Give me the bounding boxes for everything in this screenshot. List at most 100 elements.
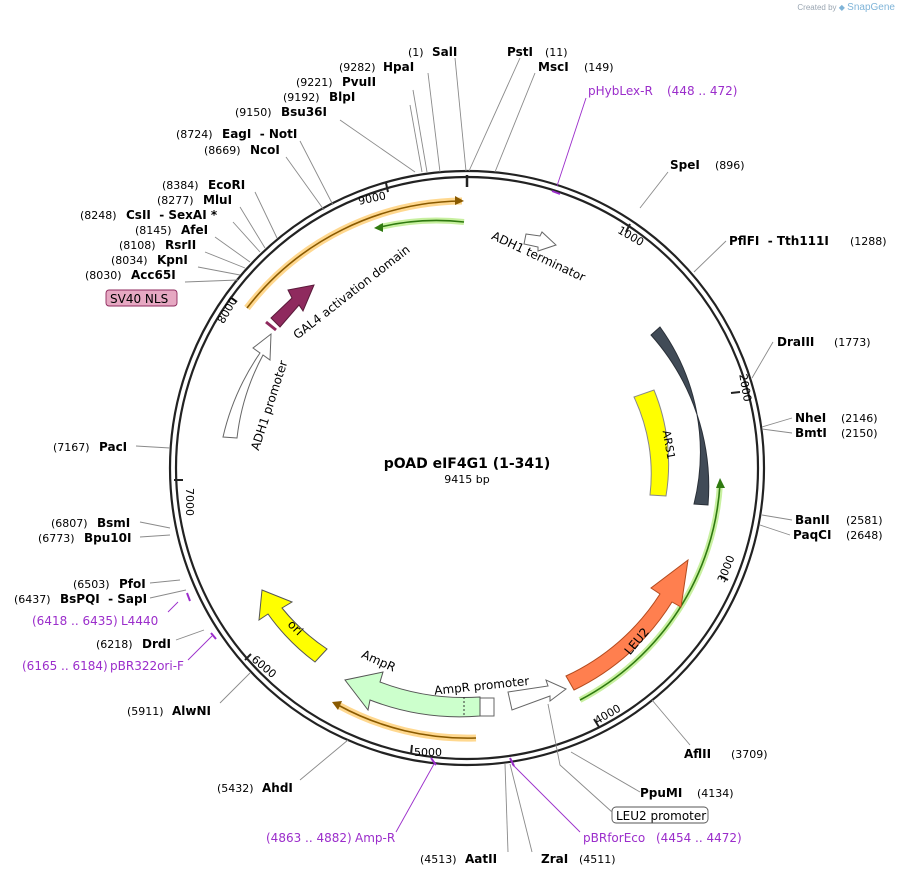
enzyme-name-ncoi[interactable]: NcoI [250, 143, 280, 157]
enzyme-name-bmti[interactable]: BmtI [795, 426, 827, 440]
enzyme-name-psti[interactable]: PstI [507, 45, 533, 59]
enzyme-name-ahdi[interactable]: AhdI [262, 781, 293, 795]
orf-top-arrowhead [455, 196, 464, 205]
enzyme-name-sali[interactable]: SalI [432, 45, 457, 59]
gal4-activation-domain-feature[interactable] [270, 284, 315, 328]
enzyme-name-pflfi-tth111i[interactable]: PflFI - Tth111I [729, 234, 829, 248]
cen-ars-feature[interactable] [650, 326, 710, 506]
enzyme-pos-bpu10i: (6773) [38, 532, 75, 545]
adh1-terminator-feature[interactable] [523, 231, 557, 252]
enzyme-name-aflii[interactable]: AflII [684, 747, 711, 761]
enzyme-pos-banii: (2581) [846, 514, 883, 527]
enzyme-name-bsu36i[interactable]: Bsu36I [281, 105, 327, 119]
enzyme-pos-ncoi: (8669) [204, 144, 241, 157]
orf-bottom-arc[interactable] [337, 704, 477, 739]
leader-banii [761, 514, 793, 521]
tick-mark-1000 [625, 223, 631, 233]
enzyme-name-paci[interactable]: PacI [99, 440, 127, 454]
enzyme-name-aatii[interactable]: AatII [465, 852, 497, 866]
map-title: pOAD eIF4G1 (1-341) [384, 456, 551, 472]
enzyme-name-afei[interactable]: AfeI [181, 223, 208, 237]
enzyme-pos-eagi: (8724) [176, 128, 213, 141]
sv40-nls-box[interactable] [105, 289, 178, 307]
enzyme-name-alwni[interactable]: AlwNI [172, 704, 211, 718]
primer-mark-pbr322ori-f [210, 632, 217, 640]
enzyme-name-msci[interactable]: MscI [538, 60, 569, 74]
primer-name-l4440[interactable]: L4440 [121, 614, 158, 628]
credit-brand: SnapGene [847, 2, 895, 13]
primer-name-pbrforeco[interactable]: pBRforEco [583, 831, 645, 845]
enzyme-name-spei[interactable]: SpeI [670, 158, 700, 172]
primer-range-phyblex-r: (448 .. 472) [667, 84, 737, 98]
tick-label-5000: 5000 [414, 746, 442, 759]
enzyme-pos-rsrii: (8108) [119, 239, 156, 252]
leader-ppumi [570, 751, 641, 793]
ars1-label: ARS1 [660, 429, 678, 460]
enzyme-pos-drdi: (6218) [96, 638, 133, 651]
enzyme-name-zrai[interactable]: ZraI [541, 852, 568, 866]
orf-green-right-arc[interactable] [579, 483, 721, 701]
enzyme-name-csii-sexai[interactable]: CsII - SexAI * [126, 208, 218, 222]
enzyme-name-pvuii[interactable]: PvuII [342, 75, 376, 89]
ampr-feature[interactable] [344, 671, 481, 718]
enzyme-name-banii[interactable]: BanII [795, 513, 830, 527]
enzyme-pos-blpi: (9192) [283, 91, 320, 104]
orf-green-top-arc[interactable] [379, 219, 465, 228]
enzyme-name-bsmi[interactable]: BsmI [97, 516, 130, 530]
leader-ncoi [285, 156, 325, 211]
leader-bpu10i [139, 534, 171, 538]
leader-psti [468, 57, 521, 172]
leader-l4440 [167, 601, 179, 613]
primer-name-amp-r[interactable]: Amp-R [355, 831, 395, 845]
ori-feature[interactable] [258, 589, 328, 663]
enzyme-name-bpu10i[interactable]: Bpu10I [84, 531, 131, 545]
primer-mark-phyblex-r [551, 190, 561, 195]
leader-draiii [751, 341, 774, 379]
primer-leader-lines [167, 97, 587, 833]
enzyme-name-bspqi-sapi[interactable]: BsPQI - SapI [60, 592, 147, 606]
enzyme-pos-psti: (11) [545, 46, 568, 59]
enzyme-pos-ahdi: (5432) [217, 782, 254, 795]
enzyme-name-pfoi[interactable]: PfoI [119, 577, 146, 591]
orf-top-arc[interactable] [246, 200, 463, 309]
leader-kpni [197, 266, 241, 276]
enzyme-name-acc65i[interactable]: Acc65I [131, 268, 176, 282]
enzyme-name-drdi[interactable]: DrdI [142, 637, 171, 651]
enzyme-pos-mlui: (8277) [157, 194, 194, 207]
tick-label-2000: 2000 [736, 373, 754, 403]
leader-aflii [651, 699, 691, 746]
enzyme-pos-pvuii: (9221) [296, 76, 333, 89]
orf-green-right-arrowhead [716, 478, 725, 488]
enzyme-name-draiii[interactable]: DraIII [777, 335, 814, 349]
enzyme-name-mlui[interactable]: MluI [203, 193, 232, 207]
enzyme-name-kpni[interactable]: KpnI [157, 253, 188, 267]
enzyme-pos-hpai: (9282) [339, 61, 376, 74]
leader-phyblex-r [556, 97, 587, 187]
enzyme-name-ecori[interactable]: EcoRI [208, 178, 245, 192]
primer-name-phyblex-r[interactable]: pHybLex-R [588, 84, 653, 98]
leader-sexai [232, 221, 261, 253]
enzyme-name-rsrii[interactable]: RsrII [165, 238, 196, 252]
enzyme-name-hpai[interactable]: HpaI [383, 60, 414, 74]
enzyme-name-paqci[interactable]: PaqCI [793, 528, 831, 542]
leu2-promoter-feature[interactable] [507, 679, 567, 711]
ars1-feature[interactable] [633, 389, 670, 497]
leader-alwni [219, 672, 251, 704]
leu2-promoter-leader [547, 703, 613, 813]
enzyme-name-eagi-noti[interactable]: EagI - NotI [222, 127, 297, 141]
enzyme-name-blpi[interactable]: BlpI [329, 90, 355, 104]
adh1-promoter-feature[interactable] [222, 332, 272, 439]
primer-mark-pbrforeco [509, 757, 515, 767]
enzyme-pos-aflii: (3709) [731, 748, 768, 761]
tick-mark-9000 [385, 182, 389, 193]
enzyme-pos-paqci: (2648) [846, 529, 883, 542]
leader-sali [454, 57, 467, 172]
leu2-feature[interactable] [565, 558, 689, 691]
leader-bsmi [139, 521, 171, 529]
primer-range-amp-r: (4863 .. 4882) [266, 831, 352, 845]
enzyme-name-nhei[interactable]: NheI [795, 411, 826, 425]
enzyme-name-ppumi[interactable]: PpuMI [640, 786, 682, 800]
primer-name-pbr322ori-f[interactable]: pBR322ori-F [110, 659, 184, 673]
leader-tth111i [693, 240, 727, 273]
